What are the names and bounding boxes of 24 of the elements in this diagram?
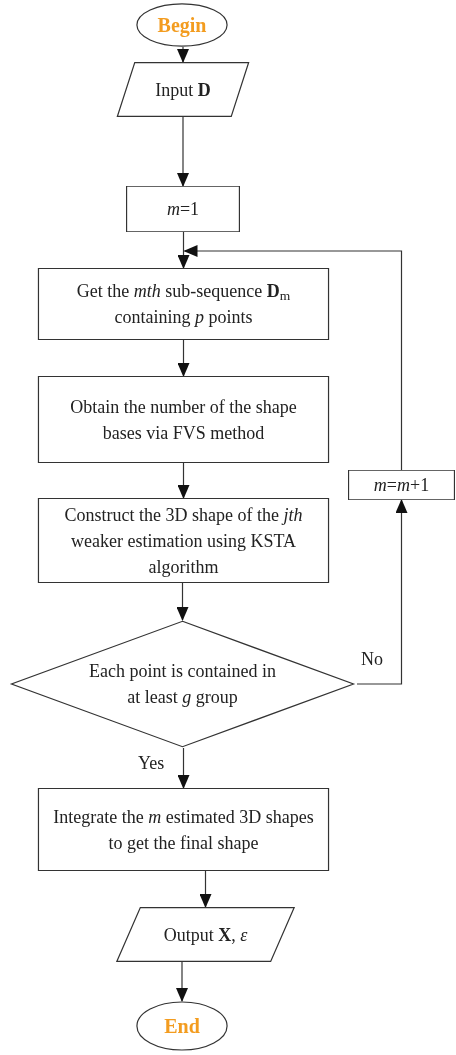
process-box: Obtain the number of the shape bases via FVS method [37,376,330,463]
edge-label: Yes [138,752,165,774]
process-box: Construct the 3D shape of the jth weaker estimation using KSTA algorithm [37,498,330,583]
arrow [177,747,190,789]
arrow [176,961,188,1002]
decision-diamond: Each point is contained in at least g group [8,620,357,748]
process-box: m=1 [126,186,240,232]
start-terminal: Begin [136,3,228,47]
process-box: m=m+1 [348,470,455,500]
arrow [177,339,190,377]
arrow [176,582,189,621]
arrow [177,462,190,499]
end-terminal: End [136,1001,228,1051]
arrow [177,116,189,187]
output-parallelogram: Output X, ε [115,907,296,962]
process-box: Get the mth sub-sequence D$_{m}$ containing p points [37,268,330,340]
input-parallelogram: Input D [116,62,250,117]
arrow [356,499,408,685]
arrow [177,46,189,63]
arrow [177,231,190,269]
arrow [199,870,212,908]
arrow [183,245,403,471]
process-box: Integrate the m estimated 3D shapes to get the final shape [37,788,330,871]
edge-label: No [361,648,383,670]
